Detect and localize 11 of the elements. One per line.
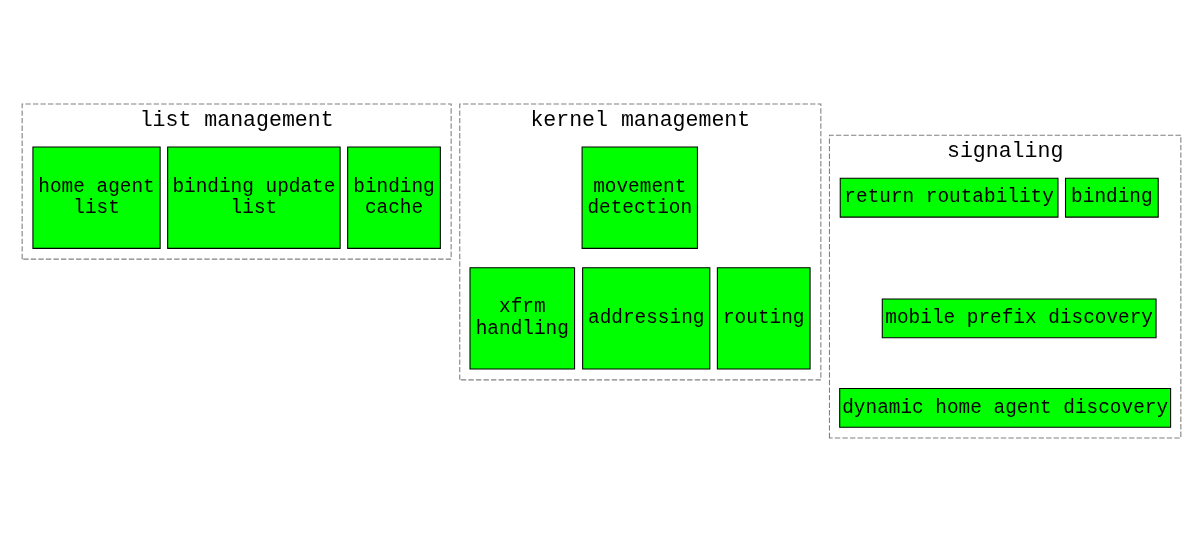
node-box: addressing bbox=[582, 266, 711, 370]
node-box: home agent list bbox=[32, 146, 161, 249]
node-box: xfrm handling bbox=[469, 266, 576, 370]
node-box: return routability bbox=[839, 177, 1059, 218]
node-box: binding bbox=[1064, 177, 1159, 218]
node-box: routing bbox=[716, 266, 811, 370]
node-box: mobile prefix discovery bbox=[881, 297, 1157, 338]
node-box: binding cache bbox=[347, 146, 441, 249]
node-box: binding update list bbox=[167, 146, 341, 249]
node-box: dynamic home agent discovery bbox=[839, 387, 1172, 428]
node-box: movement detection bbox=[581, 146, 698, 249]
